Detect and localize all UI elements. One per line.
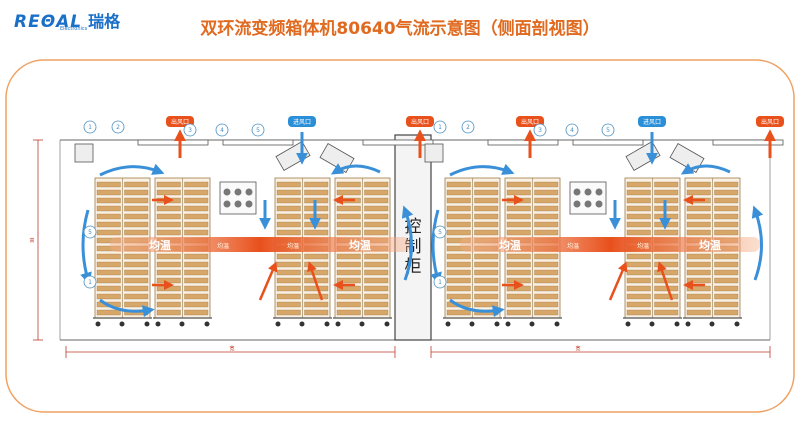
svg-text:5: 5 (88, 229, 92, 236)
svg-text:2: 2 (116, 124, 120, 131)
width-dimension-right: 宽 (430, 345, 771, 358)
height-label: 高 (29, 237, 34, 244)
warm-air-arrow (657, 261, 674, 301)
ceiling-heater (362, 139, 434, 146)
damper (275, 141, 311, 171)
logo-text-en: REΘAL (14, 12, 83, 32)
uniform-label: 均温 (149, 238, 171, 252)
svg-text:5: 5 (606, 127, 610, 134)
callout-marker: 3 (533, 123, 547, 137)
svg-text:2: 2 (466, 124, 470, 131)
uniform-label-small: 均温 (567, 242, 579, 250)
callout-marker: 5 (83, 225, 97, 239)
callout-marker: 5 (251, 123, 265, 137)
cool-air-arrow (99, 163, 165, 177)
svg-text:出风口: 出风口 (171, 118, 189, 126)
logo-subtitle: Electronics (60, 26, 88, 32)
svg-text:5: 5 (256, 127, 260, 134)
svg-text:4: 4 (220, 127, 224, 134)
fan-housing (74, 143, 94, 163)
width-dimension-left: 宽 (65, 345, 396, 358)
warm-air-arrow (307, 261, 324, 301)
svg-text:出风口: 出风口 (521, 118, 539, 126)
uniform-label-small: 均温 (217, 242, 229, 250)
cool-air-arrow (449, 298, 505, 318)
rack (273, 177, 332, 327)
svg-text:出风口: 出风口 (411, 118, 429, 126)
center-fan-box (569, 181, 607, 215)
inlet-box: 进风口 (288, 116, 316, 127)
callout-marker: 1 (433, 275, 447, 289)
rack (93, 177, 152, 327)
ceiling-heater (572, 139, 644, 146)
ceiling-heater (137, 139, 209, 146)
cool-air-arrow (80, 209, 92, 285)
outlet-box: 出风口 (166, 116, 194, 127)
svg-text:3: 3 (538, 127, 542, 134)
svg-text:4: 4 (570, 127, 574, 134)
callout-marker: 4 (215, 123, 229, 137)
svg-text:1: 1 (438, 279, 442, 286)
uniform-temp-band: 均温 均温 均温 均温 (460, 237, 760, 252)
uniform-label: 均温 (349, 238, 371, 252)
uniform-temp-band: 均温 均温 均温 均温 (110, 237, 410, 252)
logo-text-cn: 瑞格 (88, 12, 121, 31)
damper (625, 141, 661, 171)
uniform-label: 均温 (499, 238, 521, 252)
ceiling-heater (712, 139, 784, 146)
diagram-title: 双环流变频箱体机80640气流示意图（侧面剖视图） (200, 19, 600, 39)
outlet-box: 出风口 (516, 116, 544, 127)
fan-housing (424, 143, 444, 163)
svg-text:出风口: 出风口 (761, 118, 779, 126)
svg-text:宽: 宽 (575, 345, 580, 352)
svg-text:进风口: 进风口 (293, 118, 311, 126)
callout-marker: 1 (83, 120, 97, 134)
svg-text:5: 5 (438, 229, 442, 236)
outlet-box: 出风口 (756, 116, 784, 127)
cool-air-arrow (330, 163, 381, 175)
callout-marker: 4 (565, 123, 579, 137)
center-fan-box (219, 181, 257, 215)
uniform-label-small: 均温 (287, 242, 299, 250)
warm-air-arrow (258, 261, 278, 301)
ceiling-heater (222, 139, 294, 146)
outlet-box: 出风口 (406, 116, 434, 127)
callout-marker: 5 (433, 225, 447, 239)
uniform-label: 均温 (699, 238, 721, 252)
svg-text:1: 1 (88, 279, 92, 286)
callout-marker: 5 (601, 123, 615, 137)
callout-marker: 1 (83, 275, 97, 289)
cool-air-arrow (401, 205, 414, 281)
logo: REΘAL 瑞格 (14, 8, 120, 32)
cool-air-arrow (99, 298, 155, 318)
svg-text:进风口: 进风口 (643, 118, 661, 126)
ceiling-heater (487, 139, 559, 146)
warm-air-arrow (608, 261, 628, 301)
outer-frame (5, 59, 795, 413)
callout-marker: 2 (461, 120, 475, 134)
inlet-box: 进风口 (638, 116, 666, 127)
cool-air-arrow (430, 209, 442, 285)
rack (443, 177, 502, 327)
rack (623, 177, 682, 327)
cool-air-arrow (680, 163, 731, 175)
svg-text:3: 3 (188, 127, 192, 134)
callout-marker: 1 (433, 120, 447, 134)
cool-air-arrow (449, 163, 515, 177)
svg-text:宽: 宽 (229, 345, 234, 352)
callout-marker: 3 (183, 123, 197, 137)
cool-air-arrow (751, 205, 764, 281)
callout-marker: 2 (111, 120, 125, 134)
svg-text:1: 1 (88, 124, 92, 131)
uniform-label-small: 均温 (637, 242, 649, 250)
svg-text:1: 1 (438, 124, 442, 131)
